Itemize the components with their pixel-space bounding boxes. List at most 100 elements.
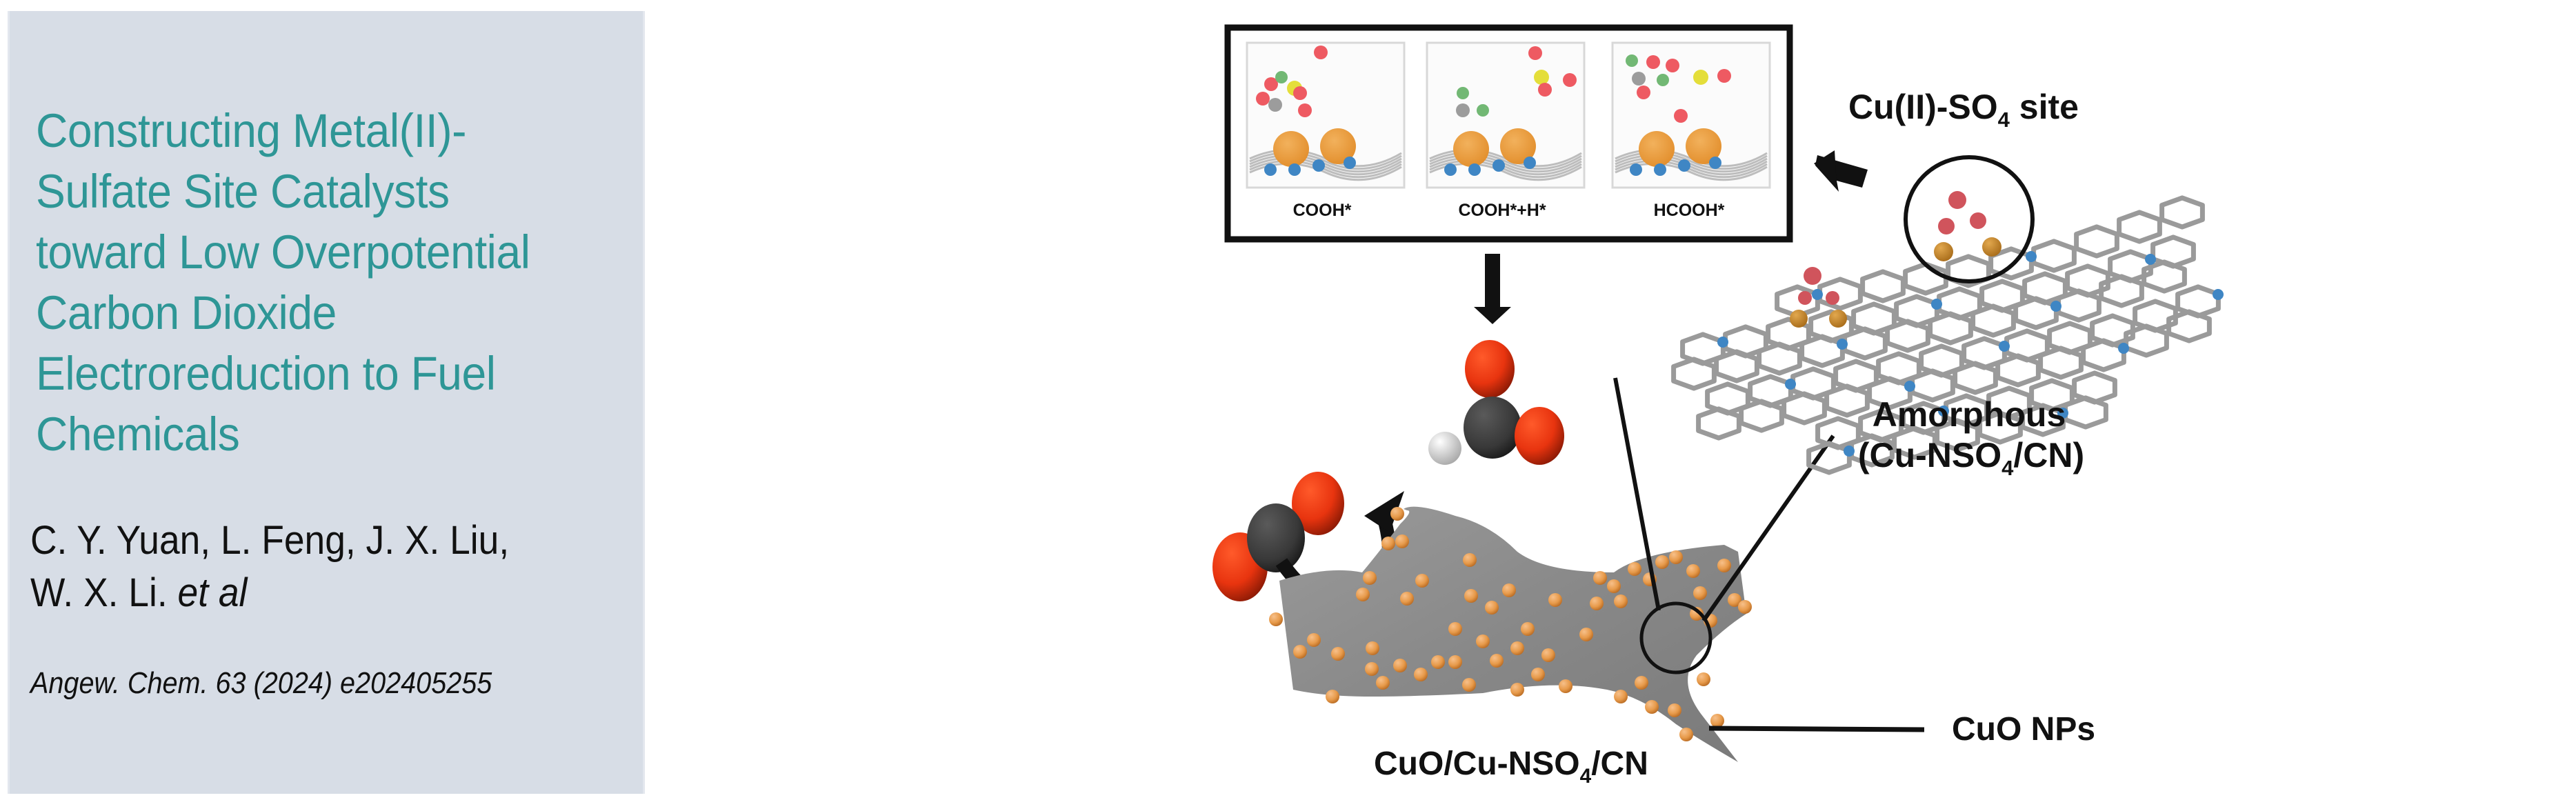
hydrogen-atom — [1626, 54, 1638, 67]
hydrogen-atom — [1275, 71, 1288, 83]
title-line: Constructing Metal(II)- — [36, 104, 467, 157]
nitrogen-atom — [1999, 341, 2010, 352]
nitrogen-atom — [2026, 251, 2037, 262]
cuo-nanoparticle — [1376, 676, 1390, 690]
carbon-ring — [2159, 195, 2205, 230]
paper-title: Constructing Metal(II)- Sulfate Site Cat… — [36, 101, 600, 465]
cuo-nanoparticle — [1431, 655, 1445, 669]
inset-panel — [1426, 41, 1586, 189]
hydrogen-atom — [1457, 87, 1469, 99]
authors: C. Y. Yuan, L. Feng, J. X. Liu, W. X. Li… — [30, 514, 589, 619]
cuo-nanoparticle — [1307, 633, 1321, 647]
inset-label-cooh-h: COOH*+H* — [1458, 201, 1546, 220]
carbon-ring — [1842, 326, 1888, 361]
oxygen-atom — [1264, 77, 1278, 91]
graphene-bond — [1249, 157, 1402, 176]
nitrogen-atom — [1785, 379, 1796, 390]
nitrogen-atom — [2057, 408, 2068, 419]
down-arrow-icon — [1474, 254, 1511, 324]
nitrogen-atom — [1904, 381, 1915, 392]
nitrogen-atom — [2050, 301, 2061, 312]
hydrogen-atom — [1477, 104, 1489, 117]
cuo-nanoparticle — [1510, 683, 1524, 697]
cu-so4-cluster — [1790, 191, 2001, 328]
hydrogen-atom — [1657, 74, 1669, 86]
cuo-nanoparticle — [1697, 672, 1710, 686]
title-line: Carbon Dioxide — [36, 286, 337, 339]
title-line: Electroreduction to Fuel — [36, 347, 496, 400]
copper-atom — [1686, 128, 1721, 164]
cuo-nanoparticle — [1293, 645, 1307, 659]
nitrogen-atom — [1344, 157, 1356, 169]
title-line: Chemicals — [36, 408, 240, 461]
nitrogen-atom — [1837, 339, 1848, 350]
copper-atom — [1320, 128, 1356, 164]
nitrogen-atom — [1264, 163, 1277, 176]
inset-box: COOH* COOH*+H* HCOOH* — [1224, 24, 1793, 243]
cuo-nanoparticle — [1738, 600, 1752, 614]
sheet-surface — [1279, 506, 1746, 762]
carbon-sheet — [1269, 506, 1752, 762]
oxygen-atom — [1970, 212, 1986, 229]
cuo-nanoparticle — [1710, 714, 1724, 728]
cuo-nanoparticle — [1485, 601, 1499, 614]
carbon-ring — [2124, 323, 2169, 358]
carbon-ring — [1739, 399, 1784, 433]
cuo-nanoparticle — [1390, 507, 1404, 521]
zoom-circle-small — [1639, 601, 1713, 674]
summary-card: Constructing Metal(II)- Sulfate Site Cat… — [8, 11, 645, 794]
cuo-nanoparticle — [1531, 668, 1545, 681]
cuo-nanoparticle — [1448, 622, 1462, 636]
cuo-nanoparticle — [1448, 655, 1462, 669]
cuo-nanoparticle — [1326, 690, 1339, 703]
carbon-ring — [1970, 303, 2016, 338]
zoom-line-left — [1613, 377, 1661, 611]
sulfur-atom — [1534, 70, 1549, 85]
nitrogen-atom — [1717, 337, 1728, 348]
carbon-ring — [1903, 261, 1948, 296]
authors-names: W. X. Li. — [30, 570, 168, 615]
cuo-nanoparticle — [1686, 564, 1700, 578]
nitrogen-atom — [1938, 406, 1949, 417]
carbon-ring — [1817, 277, 1863, 311]
cuo-nanoparticle — [1510, 641, 1524, 655]
oxygen-atom — [1528, 46, 1542, 60]
cuo-nanoparticle — [1614, 690, 1628, 703]
carbon-ring — [2166, 309, 2212, 343]
amorphous-formula: (Cu-NSO4/CN) — [1858, 436, 2084, 480]
carbon-ring — [2056, 288, 2101, 323]
cuo-nanoparticle — [1381, 537, 1395, 550]
catalyst-label: CuO/Cu-NSO4/CN — [1374, 746, 1648, 788]
graphene-bond — [1249, 154, 1402, 173]
inset-panel — [1246, 41, 1406, 189]
nitrogen-atom — [1812, 289, 1823, 300]
carbon-ring — [1824, 383, 1870, 418]
copper-atom — [1639, 131, 1675, 167]
cuo-nanoparticle — [1655, 555, 1669, 569]
oxygen-atom — [1804, 267, 1821, 285]
cuo-nanoparticle — [1579, 628, 1593, 641]
oxygen-atom — [1314, 46, 1328, 59]
cu-site-label: Cu(II)-SO4 site — [1848, 88, 2079, 132]
nitrogen-atom — [1312, 159, 1325, 172]
nitrogen-atom — [1524, 157, 1536, 169]
oxygen-atom — [1465, 340, 1515, 398]
carbon-ring — [1757, 341, 1802, 376]
graphene-bond — [1615, 160, 1768, 179]
copper-atom — [1790, 310, 1808, 328]
oxygen-atom — [1515, 407, 1564, 465]
title-line: toward Low Overpotential — [36, 226, 530, 279]
carbon-ring — [1806, 441, 1852, 475]
nitrogen-atom — [1654, 163, 1666, 176]
cuo-nanoparticle — [1400, 592, 1414, 606]
cuo-nanoparticle — [1490, 654, 1504, 668]
inset-label-hcooh: HCOOH* — [1654, 201, 1725, 220]
cuo-nanoparticle — [1356, 588, 1370, 601]
copper-atom — [1829, 310, 1847, 328]
graphene-bond — [1429, 154, 1582, 173]
nitrogen-atom — [1931, 299, 1942, 310]
cuo-nanoparticle — [1690, 607, 1704, 621]
inset-label-cooh: COOH* — [1293, 201, 1352, 220]
carbon-ring — [2031, 239, 2077, 273]
carbon-atom — [1247, 503, 1305, 572]
